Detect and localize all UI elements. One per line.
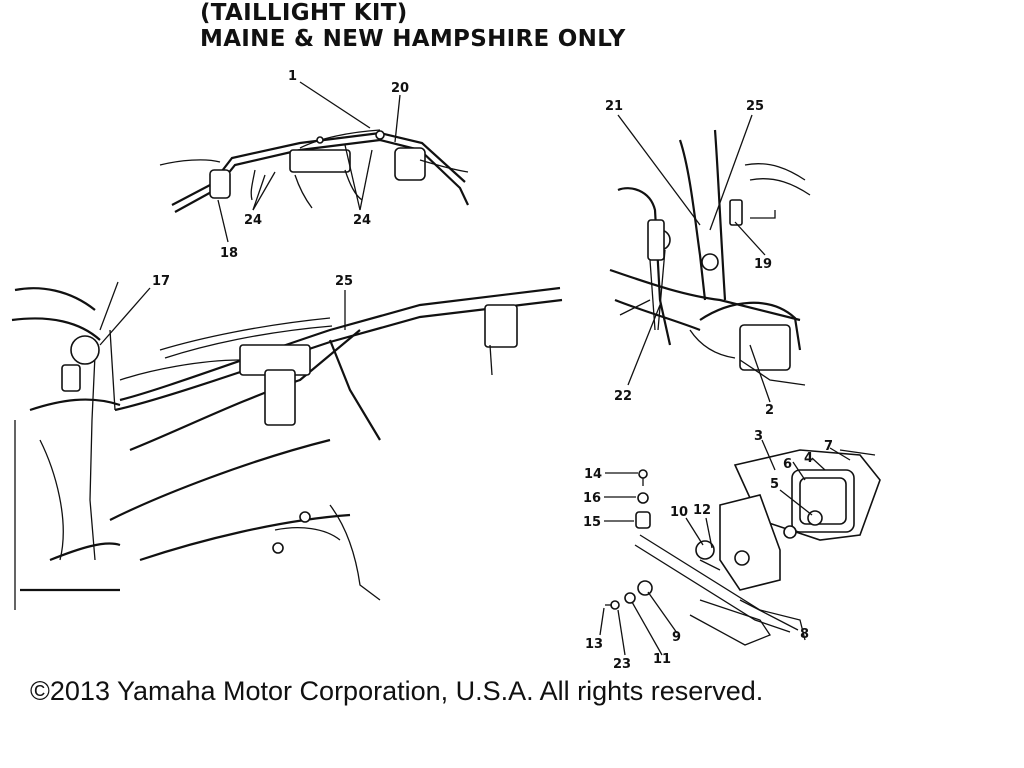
leader-17b	[99, 281, 119, 331]
leader-23	[617, 609, 626, 656]
leader-19	[734, 221, 766, 256]
callout-11: 11	[653, 652, 671, 667]
callout-15: 15	[583, 515, 601, 530]
callout-5: 5	[770, 477, 779, 492]
copyright-notice: ©2013 Yamaha Motor Corporation, U.S.A. A…	[30, 676, 764, 706]
callout-14: 14	[584, 467, 602, 482]
leader-18	[217, 199, 229, 243]
leader-5	[779, 489, 813, 516]
callout-25a: 25	[335, 274, 353, 289]
callout-10: 10	[670, 505, 688, 520]
handlebar-assembly	[159, 129, 469, 213]
leader-6	[792, 461, 806, 481]
callout-16: 16	[583, 491, 601, 506]
rear-fender-assembly	[609, 129, 811, 386]
callout-4: 4	[804, 451, 813, 466]
leader-24a	[252, 174, 266, 211]
callout-18: 18	[220, 246, 238, 261]
leader-17	[99, 287, 151, 346]
callout-17: 17	[152, 274, 170, 289]
leader-22b	[619, 299, 651, 316]
leader-25b	[709, 114, 753, 231]
leader-2	[749, 344, 771, 403]
leader-21	[617, 114, 701, 226]
leader-11	[631, 601, 663, 656]
callout-7: 7	[824, 439, 833, 454]
frame-wiring-assembly	[11, 286, 563, 610]
taillight-exploded-view	[605, 449, 881, 646]
callout-2: 2	[765, 403, 774, 418]
leader-24b	[344, 144, 361, 211]
callout-13: 13	[585, 637, 603, 652]
leader-4	[811, 457, 826, 471]
leader-24b-2	[359, 149, 373, 211]
callout-8: 8	[800, 627, 809, 642]
leader-22	[627, 304, 661, 386]
callout-20: 20	[391, 81, 409, 96]
callout-1: 1	[288, 69, 297, 84]
callout-24b: 24	[353, 213, 371, 228]
callout-9: 9	[672, 630, 681, 645]
title-line-2: MAINE & NEW HAMPSHIRE ONLY	[200, 26, 626, 52]
leader-24a-2	[252, 171, 276, 211]
callout-6: 6	[783, 457, 792, 472]
callout-12: 12	[693, 503, 711, 518]
callout-24a: 24	[244, 213, 262, 228]
callout-21: 21	[605, 99, 623, 114]
leader-12	[705, 517, 713, 549]
title-line-1: (TAILLIGHT KIT)	[200, 0, 408, 26]
callout-19: 19	[754, 257, 772, 272]
leader-7	[829, 447, 851, 461]
callout-22: 22	[614, 389, 632, 404]
callout-3: 3	[754, 429, 763, 444]
leader-9	[647, 591, 678, 634]
leader-3	[761, 439, 776, 471]
leader-1	[299, 81, 371, 129]
leader-8	[739, 599, 799, 631]
leader-10	[685, 517, 704, 546]
leader-13	[599, 607, 605, 636]
callout-25b: 25	[746, 99, 764, 114]
callout-23: 23	[613, 657, 631, 672]
leader-20	[394, 94, 401, 143]
